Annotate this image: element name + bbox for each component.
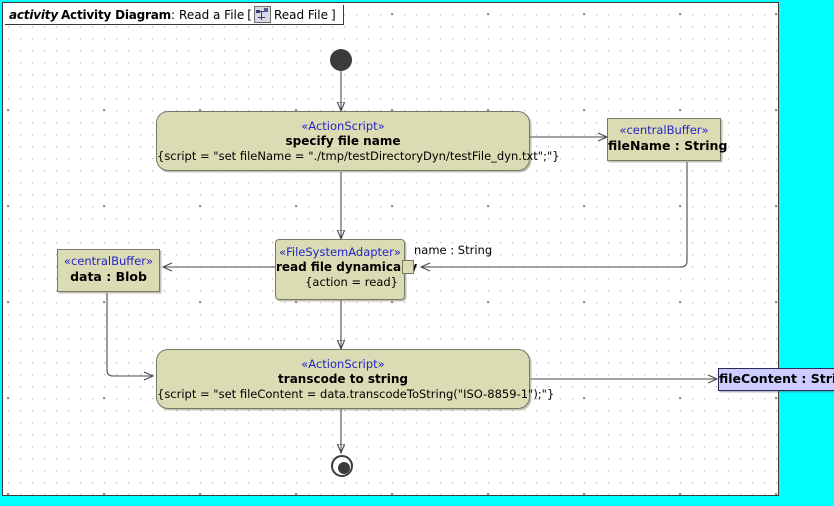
activity-diagram-icon — [253, 6, 271, 23]
input-pin-name[interactable] — [402, 260, 414, 274]
action-transcode-to-string[interactable]: «ActionScript» transcode to string {scri… — [156, 349, 555, 409]
frame-bracket-close: ] — [330, 7, 336, 22]
stereotype-centralbuffer: «centralBuffer» — [63, 254, 154, 268]
action-name: transcode to string — [278, 372, 408, 386]
action-name: specify file name — [285, 134, 401, 148]
activity-final-node[interactable] — [331, 455, 353, 477]
activity-frame: activity Activity Diagram : Read a File … — [2, 2, 834, 496]
output-pin-filecontent[interactable]: fileContent : String — [718, 368, 834, 391]
action-specify-file-name[interactable]: «ActionScript» specify file name {script… — [156, 111, 560, 171]
frame-separator: : — [170, 7, 176, 22]
action-tagged-value: {script = "set fileName = "./tmp/testDir… — [157, 149, 560, 163]
initial-node[interactable] — [330, 49, 352, 71]
action-tagged-value: {script = "set fileContent = data.transc… — [157, 387, 555, 401]
action-read-file-dynamically[interactable]: «FileSystemAdapter» read file dynamicall… — [275, 239, 418, 300]
frame-element-name: Read File — [273, 7, 328, 22]
frame-name: Read a File — [179, 7, 245, 22]
action-tagged-value: {action = read} — [305, 275, 398, 289]
buffer-name: fileName : String — [608, 138, 728, 153]
edge-label-name-string: name : String — [414, 243, 493, 257]
edge-data-buffer-to-transcode — [106, 293, 155, 381]
central-buffer-data[interactable]: «centralBuffer» data : Blob — [57, 249, 160, 292]
activity-final-inner — [338, 462, 350, 474]
stereotype-actionscript: «ActionScript» — [301, 119, 385, 133]
stereotype-centralbuffer: «centralBuffer» — [619, 123, 709, 137]
frame-diagram-type: Activity Diagram — [60, 7, 171, 22]
frame-keyword: activity — [9, 7, 58, 22]
central-buffer-filename[interactable]: «centralBuffer» fileName : String — [607, 118, 728, 161]
frame-bracket-open: [ — [247, 7, 252, 22]
buffer-name: data : Blob — [70, 269, 147, 284]
action-name: read file dynamically — [276, 260, 418, 274]
frame-header[interactable]: activity Activity Diagram : Read a File … — [5, 5, 344, 25]
stereotype-actionscript: «ActionScript» — [301, 357, 385, 371]
stereotype-filesystemadapter: «FileSystemAdapter» — [279, 245, 401, 259]
